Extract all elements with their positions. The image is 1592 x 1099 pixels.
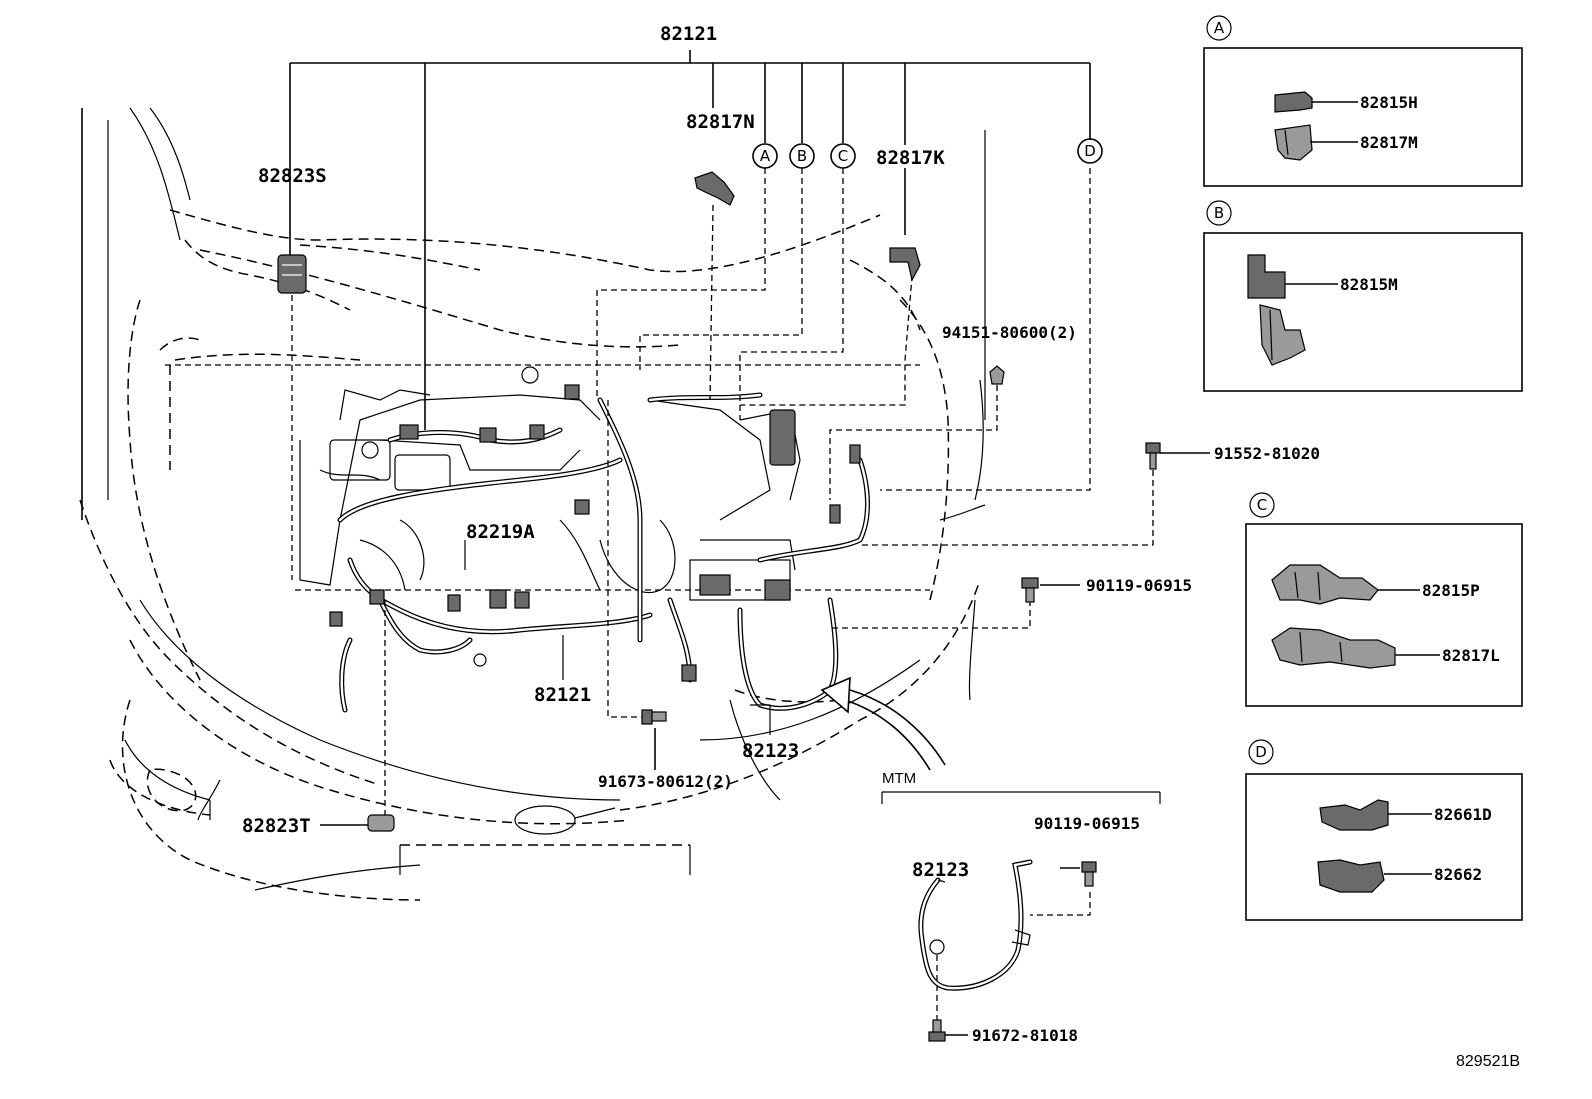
label-82121-bottom: 82121 <box>534 684 591 706</box>
svg-text:D: D <box>1255 743 1267 761</box>
part-82817M-shape <box>1274 124 1313 161</box>
panel-C-part-82815P: 82815P <box>1422 581 1480 600</box>
mtm-title: MTM <box>882 770 916 787</box>
part-82815H-shape <box>1274 91 1313 113</box>
label-82817K: 82817K <box>876 147 945 169</box>
svg-text:A: A <box>760 147 771 165</box>
figure-number: 829521B <box>1456 1053 1520 1070</box>
mtm-label-90119: 90119-06915 <box>1034 814 1140 833</box>
detail-panel-A: A 82815H 82817M <box>1203 15 1523 187</box>
mtm-inset: MTM 90119-06915 82123 91672-81018 <box>881 770 1161 1045</box>
leader-lines <box>289 50 1210 826</box>
label-82123-main: 82123 <box>742 740 799 762</box>
engine-bay-harness <box>299 366 870 713</box>
main-labels: 82121 82817N 82823S 82817K 94151-80600(2… <box>242 23 1320 837</box>
part-82815M-shape <box>1247 254 1306 366</box>
detail-panel-D: D 82661D 82662 <box>1245 739 1523 921</box>
part-82662-shape <box>1317 859 1385 893</box>
part-82817N-shape <box>694 171 735 206</box>
panel-A-part-82817M: 82817M <box>1360 133 1418 152</box>
svg-text:B: B <box>1214 204 1224 222</box>
svg-text:D: D <box>1084 142 1096 160</box>
label-82817N: 82817N <box>686 111 755 133</box>
mtm-bolt-90119-shape <box>1081 861 1097 887</box>
callout-B: B <box>789 143 815 169</box>
mtm-bolt-91672-shape <box>928 1019 946 1042</box>
label-91552: 91552-81020 <box>1214 444 1320 463</box>
label-82823S: 82823S <box>258 165 327 187</box>
bolt-91552-shape <box>1145 442 1161 470</box>
part-82815P-shape <box>1271 564 1379 605</box>
part-82823T-shape <box>367 814 395 832</box>
label-91673: 91673-80612(2) <box>598 772 733 791</box>
detail-panel-C: C 82815P 82817L <box>1245 492 1523 707</box>
part-82817L-shape <box>1271 627 1396 669</box>
callout-circles: A B C D <box>752 138 1103 169</box>
part-82817K-shape <box>889 247 921 282</box>
panel-B-part-82815M: 82815M <box>1340 275 1398 294</box>
callout-C: C <box>830 143 856 169</box>
part-82823S-shape <box>277 254 307 294</box>
bolt-91673-shape <box>641 709 667 725</box>
callout-A: A <box>752 143 778 169</box>
mtm-label-82123: 82123 <box>912 859 969 881</box>
svg-text:A: A <box>1214 19 1225 37</box>
svg-text:B: B <box>797 147 807 165</box>
part-82661D-shape <box>1319 799 1389 831</box>
main-part-shapes <box>277 171 1161 832</box>
bolt-90119-main-shape <box>1021 577 1039 603</box>
detail-panel-B: B 82815M <box>1203 200 1523 392</box>
label-82219A: 82219A <box>466 521 535 543</box>
label-82823T: 82823T <box>242 815 311 837</box>
svg-text:C: C <box>1257 496 1267 514</box>
mtm-label-91672: 91672-81018 <box>972 1026 1078 1045</box>
callout-D: D <box>1077 138 1103 164</box>
bolt-94151-shape <box>989 365 1005 385</box>
panel-A-part-82815H: 82815H <box>1360 93 1418 112</box>
label-90119-main: 90119-06915 <box>1086 576 1192 595</box>
label-82121-top: 82121 <box>660 23 717 45</box>
svg-text:C: C <box>838 147 848 165</box>
vehicle-body-outline <box>79 107 986 901</box>
label-94151: 94151-80600(2) <box>942 323 1077 342</box>
panel-D-part-82662: 82662 <box>1434 865 1482 884</box>
panel-D-part-82661D: 82661D <box>1434 805 1492 824</box>
panel-C-part-82817L: 82817L <box>1442 646 1500 665</box>
